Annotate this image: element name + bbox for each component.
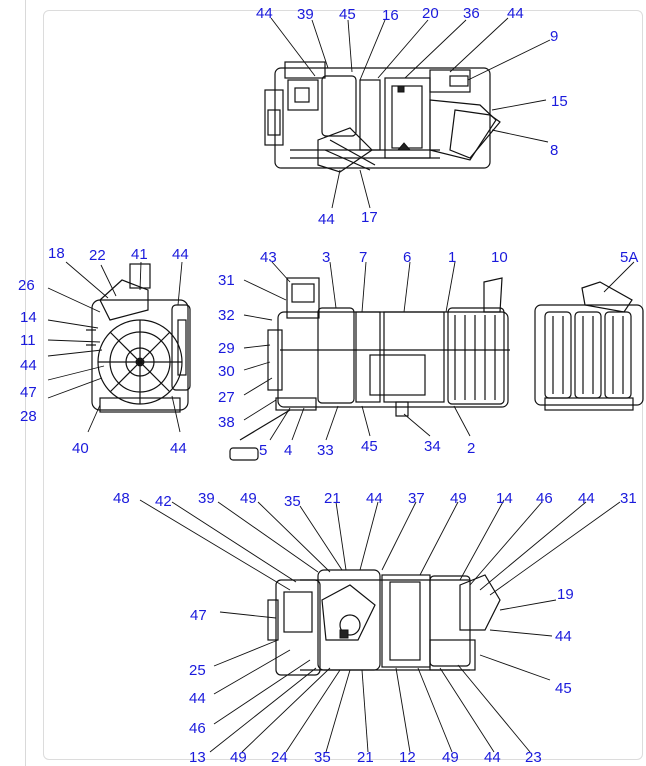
callout-label: 6: [403, 249, 411, 266]
callout-label: 36: [463, 5, 480, 22]
callout-label: 45: [555, 680, 572, 697]
callout-label: 46: [189, 720, 206, 737]
callout-label: 31: [620, 490, 637, 507]
callout-label: 23: [525, 749, 542, 766]
callout-label: 38: [218, 414, 235, 431]
callout-label: 44: [507, 5, 524, 22]
callout-label: 18: [48, 245, 65, 262]
callout-label: 17: [361, 209, 378, 226]
callout-label: 39: [297, 6, 314, 23]
callout-label: 44: [172, 246, 189, 263]
callout-label: 20: [422, 5, 439, 22]
callout-label: 19: [557, 586, 574, 603]
callout-label: 2: [467, 440, 475, 457]
top-view-drawing: 44 39 45 16 20 36 44 9 15 8 44 17: [256, 5, 568, 228]
callout-label: 47: [190, 607, 207, 624]
callout-label: 13: [189, 749, 206, 766]
callout-label: 44: [366, 490, 383, 507]
callout-label: 45: [339, 6, 356, 23]
callout-label: 3: [322, 249, 330, 266]
callout-label: 10: [491, 249, 508, 266]
right-end-view-drawing: 5A: [534, 249, 644, 411]
callout-label: 28: [20, 408, 37, 425]
callout-label: 14: [20, 309, 37, 326]
callout-label: 26: [18, 277, 35, 294]
callout-label: 27: [218, 389, 235, 406]
callout-label: 40: [72, 440, 89, 457]
callout-label: 44: [578, 490, 595, 507]
callout-label: 48: [113, 490, 130, 507]
callout-label: 21: [324, 490, 341, 507]
callout-label: 30: [218, 363, 235, 380]
callout-label: 44: [20, 357, 37, 374]
callout-label: 16: [382, 7, 399, 24]
callout-label: 1: [448, 249, 456, 266]
callout-label: 42: [155, 493, 172, 510]
callout-label: 31: [218, 272, 235, 289]
callout-label: 41: [131, 246, 148, 263]
callout-label: 44: [256, 5, 273, 22]
callout-label: 35: [314, 749, 331, 766]
callout-label: 32: [218, 307, 235, 324]
callout-label: 5: [259, 442, 267, 459]
callout-label: 49: [240, 490, 257, 507]
callout-label: 44: [555, 628, 572, 645]
callout-label: 12: [399, 749, 416, 766]
callout-label: 44: [484, 749, 501, 766]
callout-label: 14: [496, 490, 513, 507]
callout-label: 22: [89, 247, 106, 264]
side-view-drawing: 43 3 7 6 1 10 31 32 29 30 27 38 5 4 33 4…: [218, 249, 510, 461]
callout-label: 5A: [620, 249, 638, 266]
callout-label: 49: [450, 490, 467, 507]
callout-label: 33: [317, 442, 334, 459]
callout-label: 44: [318, 211, 335, 228]
callout-label: 43: [260, 249, 277, 266]
callout-label: 44: [189, 690, 206, 707]
callout-label: 21: [357, 749, 374, 766]
callout-label: 15: [551, 93, 568, 110]
callout-label: 46: [536, 490, 553, 507]
callout-label: 8: [550, 142, 558, 159]
callout-label: 4: [284, 442, 292, 459]
callout-label: 47: [20, 384, 37, 401]
callout-label: 25: [189, 662, 206, 679]
callout-label: 11: [20, 332, 36, 349]
callout-label: 29: [218, 340, 235, 357]
page-left-rule: [25, 0, 26, 766]
callout-label: 49: [442, 749, 459, 766]
bottom-view-drawing: 48 42 39 49 35 21 44 37 49 14 46 44 31 4…: [113, 490, 637, 766]
callout-label: 7: [359, 249, 367, 266]
callout-label: 9: [550, 28, 558, 45]
callout-label: 44: [170, 440, 187, 457]
callout-label: 35: [284, 493, 301, 510]
left-end-view-drawing: 18 22 41 44 26 14 11 44 47 28 40 44: [18, 245, 191, 457]
callout-label: 24: [271, 749, 288, 766]
callout-label: 39: [198, 490, 215, 507]
callout-label: 34: [424, 438, 441, 455]
callout-label: 37: [408, 490, 425, 507]
callout-label: 49: [230, 749, 247, 766]
callout-label: 45: [361, 438, 378, 455]
